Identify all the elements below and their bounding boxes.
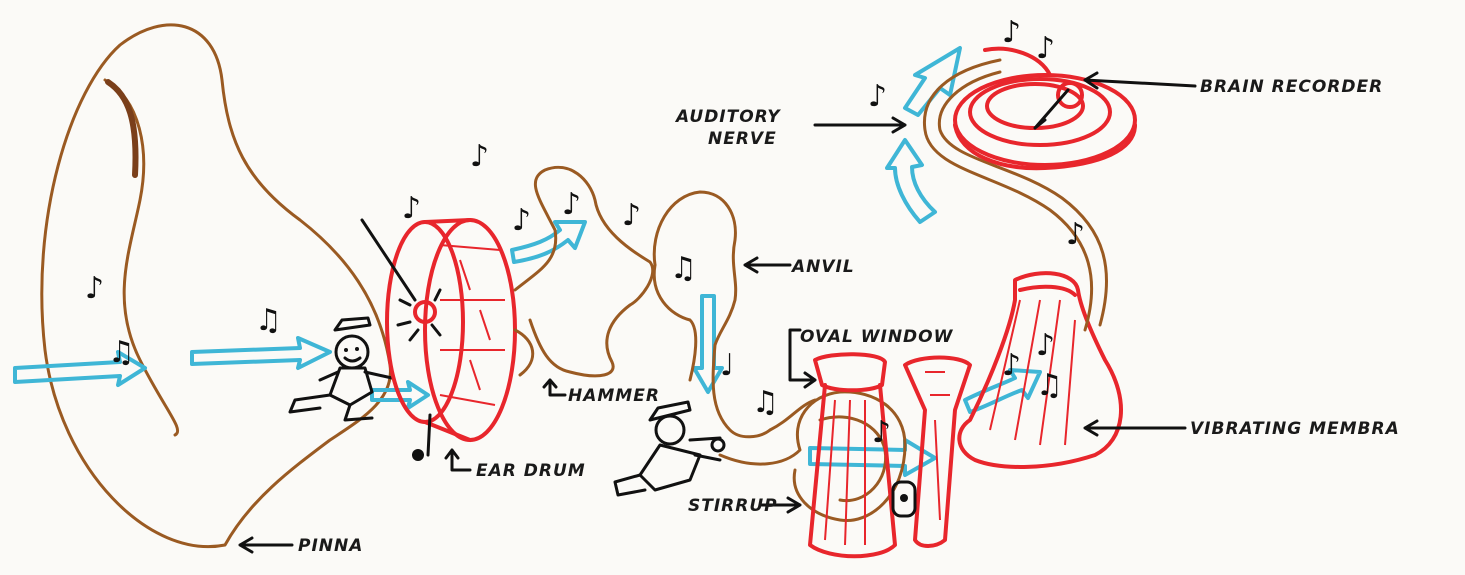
music-note-icon: ♫ [752, 385, 779, 420]
music-note-icon: ♫ [1036, 368, 1063, 403]
music-note-icon: ♪ [85, 271, 104, 306]
music-note-icon: ♪ [1036, 328, 1055, 363]
sound-arrow-8 [905, 48, 960, 115]
music-note-icon: ♪ [1066, 217, 1085, 252]
pinna-pointer [240, 538, 292, 552]
music-note-icon: ♪ [562, 187, 581, 222]
sound-arrow-5 [694, 296, 722, 392]
oval-window-label: OVAL WINDOW [800, 327, 954, 347]
stirrup-label: STIRRUP [688, 496, 778, 516]
music-note-icon: ♪ [470, 139, 489, 174]
sound-arrow-2 [192, 338, 330, 368]
music-note-icon: ♪ [622, 198, 641, 233]
brain-recorder-label: BRAIN RECORDER [1200, 77, 1383, 97]
music-note-icon: ♫ [255, 303, 282, 338]
hammer-label: HAMMER [568, 386, 660, 406]
ear-drum-label: EAR DRUM [476, 461, 586, 481]
music-note-icon: ♪ [402, 191, 421, 226]
auditory-nerve-label-line1: AUDITORY [674, 107, 781, 127]
music-note-icon: ♪ [1002, 348, 1021, 383]
music-note-icon: ♪ [868, 79, 887, 114]
pinna-label: PINNA [298, 536, 363, 556]
hammer-pointer [544, 380, 565, 395]
music-note-icon: ♫ [108, 335, 135, 370]
anvil-pointer [745, 258, 790, 272]
music-note-icon: ♪ [512, 203, 531, 238]
ear-drum [362, 220, 533, 461]
ear-drum-pointer [446, 450, 470, 470]
stirrup-figure [615, 402, 724, 495]
music-note-icon: ♪ [1036, 31, 1055, 66]
anvil-label: ANVIL [790, 257, 855, 277]
music-note-icon: ♪ [1002, 15, 1021, 50]
vibrating-membrane-pointer [1085, 421, 1185, 435]
sound-arrow-9 [887, 140, 935, 222]
music-note-icon: ♫ [670, 251, 697, 286]
music-notes: ♪ ♫ ♫ ♪ ♪ ♪ ♪ ♪ ♫ ♩ ♫ ♪ ♪ ♪ ♪ ♪ ♪ ♪ ♫ [85, 15, 1085, 450]
auditory-nerve-pointer [815, 118, 905, 132]
music-note-icon: ♩ [720, 348, 734, 383]
brain-recorder [955, 49, 1135, 168]
auditory-nerve-label-line2: NERVE [708, 129, 777, 149]
oval-window [810, 354, 970, 556]
vibrating-membrane-label: VIBRATING MEMBRA [1190, 419, 1400, 439]
music-note-icon: ♪ [872, 415, 891, 450]
